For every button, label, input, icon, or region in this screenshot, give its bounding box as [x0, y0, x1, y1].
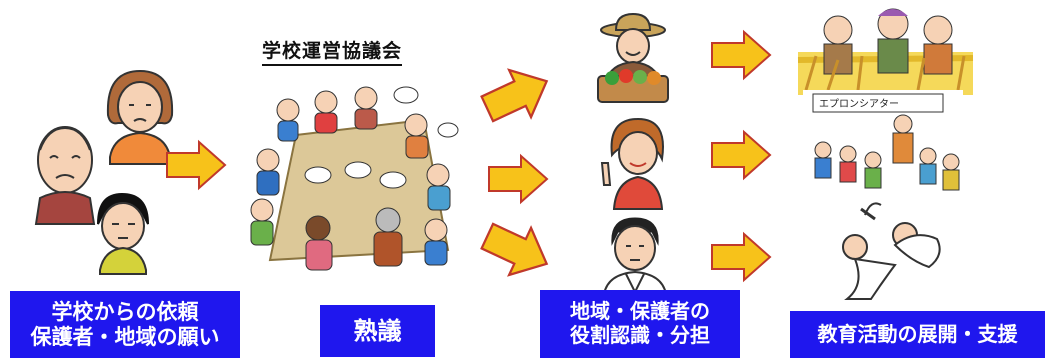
- activities-label: 教育活動の展開・支援: [790, 311, 1045, 358]
- arrow-icon: [488, 153, 549, 205]
- roles-label: 地域・保護者の 役割認識・分担: [540, 290, 740, 358]
- deliberation-label: 熟議: [320, 305, 435, 357]
- activities-label-text: 教育活動の展開・支援: [817, 321, 1018, 346]
- request-label-line1: 学校からの依頼: [51, 299, 199, 324]
- request-label: 学校からの依頼 保護者・地域の願い: [10, 291, 240, 358]
- elderly-man-icon: [34, 126, 96, 225]
- roles-label-line1: 地域・保護者の: [570, 299, 710, 324]
- worried-woman-icon: [106, 69, 174, 165]
- apron-theater-scene-icon: エプロンシアター: [803, 90, 963, 195]
- judo-scene-icon: [842, 202, 941, 300]
- arrow-icon: [480, 222, 549, 277]
- council-meeting-icon: [250, 86, 459, 271]
- farmer-icon: [597, 12, 669, 103]
- council-title: 学校運営協議会: [262, 36, 403, 66]
- judo-instructor-icon: [602, 217, 668, 295]
- arrow-icon: [711, 129, 772, 181]
- harvest-scene-icon: [797, 8, 974, 95]
- arrow-icon: [480, 68, 549, 123]
- arrow-icon: [711, 29, 772, 81]
- roles-label-line2: 役割認識・分担: [570, 323, 710, 347]
- request-label-line2: 保護者・地域の願い: [30, 324, 220, 349]
- boy-icon: [97, 192, 149, 275]
- arrow-icon: [711, 231, 772, 283]
- woman-pointing-icon: [600, 117, 664, 210]
- arrow-icon: [166, 139, 227, 191]
- apron-theater-sign: エプロンシアター: [819, 98, 899, 110]
- deliberation-label-text: 熟議: [353, 316, 402, 345]
